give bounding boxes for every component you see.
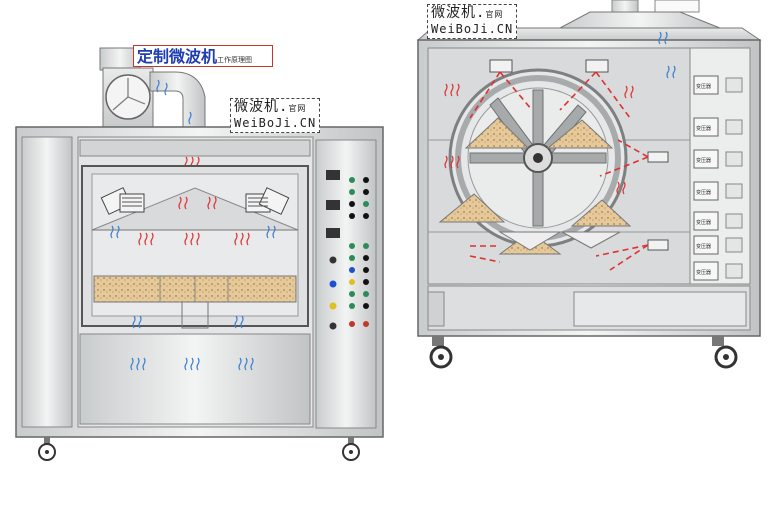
indicator-light [349,291,355,297]
transformer-box [693,261,719,281]
indicator-light [349,213,355,219]
indicator-light [363,201,369,207]
right-watermark-url: WeiBoJi.CN [431,22,514,36]
magnetron-left [100,187,145,215]
transformer-label: 变压器 [696,243,711,250]
indicator-light [363,213,369,219]
capacitor-box [725,151,743,167]
transformer-box [693,117,719,137]
transformer-label: 变压器 [696,157,711,164]
panel-knob [329,302,337,310]
product-piles [438,117,632,255]
capacitor-box [725,119,743,135]
indicator-light [363,243,369,249]
left-watermark-url: WeiBoJi.CN [234,116,317,130]
right-caster-wheels [429,336,738,369]
transformer-box [693,149,719,169]
indicator-light [363,279,369,285]
left-watermark-small: 官网 [288,104,307,113]
transformer-label: 变压器 [696,269,711,276]
indicator-light [349,201,355,207]
capacitor-box [725,263,743,279]
right-watermark-cn: 微波机. [431,5,486,21]
transformer-label: 变压器 [696,219,711,226]
indicator-light [349,177,355,183]
conveyor-product [93,275,297,303]
magnetron-right [245,187,290,215]
indicator-light [349,279,355,285]
indicator-light [349,303,355,309]
right-machine: 变压器变压器变压器变压器变压器变压器变压器变压器 [416,0,762,369]
indicator-light [363,303,369,309]
left-side-panel [21,136,73,428]
left-machine [15,47,384,461]
left-watermark-cn: 微波机. [234,99,289,115]
transformer-box [693,75,719,95]
microwave-rays [469,71,649,271]
product-title-box: 定制微波机工作原理图 [133,45,273,67]
panel-knob [329,322,337,330]
right-watermark: 微波机.官网 WeiBoJi.CN [427,4,518,39]
indicator-light [349,255,355,261]
indicator-light [363,321,369,327]
transformer-box [693,181,719,201]
panel-knob [329,256,337,264]
transformer-box [693,211,719,231]
indicator-light [363,189,369,195]
indicator-light [363,255,369,261]
right-watermark-small: 官网 [485,10,504,19]
indicator-light [349,321,355,327]
transformer-label: 变压器 [696,83,711,90]
capacitor-box [725,237,743,253]
indicator-light [363,291,369,297]
transformer-box [693,235,719,255]
indicator-light [349,243,355,249]
indicator-light [349,189,355,195]
transformer-label: 变压器 [696,125,711,132]
indicator-lights [329,177,369,330]
rotating-drum [448,68,628,248]
product-subtitle: 工作原理图 [217,56,253,64]
indicator-light [349,267,355,273]
top-magnetrons [489,59,669,251]
product-title: 定制微波机 [137,47,218,66]
exhaust-duct [99,47,206,129]
indicator-light [363,177,369,183]
discharge-chute [181,301,209,329]
left-watermark: 微波机.官网 WeiBoJi.CN [230,98,321,133]
capacitor-box [725,183,743,199]
indicator-light [363,267,369,273]
capacitor-box [725,213,743,229]
capacitor-box [725,77,743,93]
caster-wheels [38,437,360,461]
transformer-boxes: 变压器变压器变压器变压器变压器变压器变压器变压器 [693,75,743,317]
transformer-label: 变压器 [696,189,711,196]
panel-knob [329,280,337,288]
